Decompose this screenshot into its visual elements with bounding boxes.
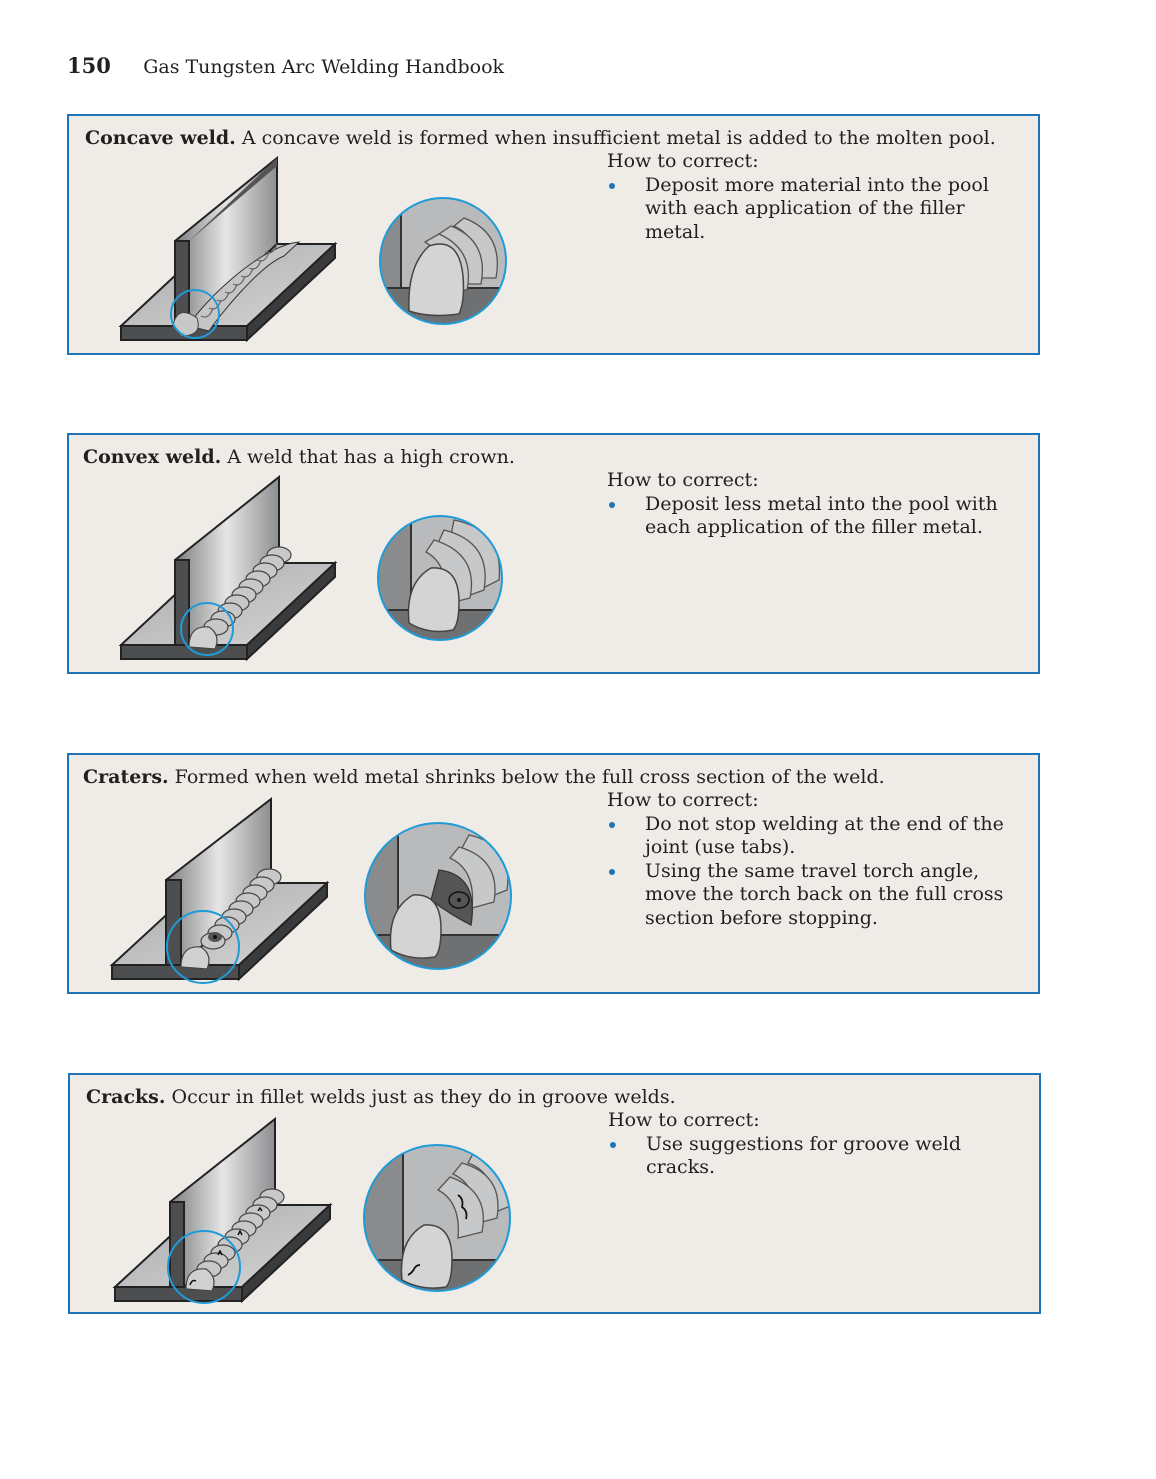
correction-block: How to correct: Use suggestions for groo… <box>608 1109 1028 1180</box>
correction-heading: How to correct: <box>607 150 759 172</box>
correction-heading: How to correct: <box>607 469 759 491</box>
craters-illustration <box>109 796 512 984</box>
description: Occur in fillet welds just as they do in… <box>165 1086 676 1108</box>
correction-heading: How to correct: <box>607 789 759 811</box>
page-header: 150 Gas Tungsten Arc Welding Handbook <box>67 53 504 78</box>
correction-list: Use suggestions for groove weld cracks. <box>608 1133 1028 1180</box>
panel-convex-weld: Convex weld. A weld that has a high crow… <box>67 433 1040 674</box>
description: Formed when weld metal shrinks below the… <box>168 766 885 788</box>
panel-heading: Convex weld. A weld that has a high crow… <box>83 445 515 469</box>
description: A concave weld is formed when insufficie… <box>235 127 996 149</box>
term: Concave weld. <box>85 127 236 149</box>
list-item: Using the same travel torch angle, move … <box>607 860 1027 931</box>
list-item: Deposit less metal into the pool with ea… <box>607 493 1027 540</box>
list-item: Deposit more material into the pool with… <box>607 174 1027 245</box>
list-item: Do not stop welding at the end of the jo… <box>607 813 1027 860</box>
panel-concave-weld: Concave weld. A concave weld is formed w… <box>67 114 1040 355</box>
page-number: 150 <box>67 53 111 78</box>
convex-weld-illustration <box>118 475 503 662</box>
panel-craters: Craters. Formed when weld metal shrinks … <box>67 753 1040 994</box>
correction-list: Deposit less metal into the pool with ea… <box>607 493 1027 540</box>
correction-block: How to correct: Deposit more material in… <box>607 150 1027 244</box>
correction-heading: How to correct: <box>608 1109 760 1131</box>
panel-heading: Concave weld. A concave weld is formed w… <box>85 126 996 150</box>
panel-heading: Craters. Formed when weld metal shrinks … <box>83 765 885 789</box>
correction-block: How to correct: Do not stop welding at t… <box>607 789 1027 930</box>
correction-list: Deposit more material into the pool with… <box>607 174 1027 245</box>
correction-block: How to correct: Deposit less metal into … <box>607 469 1027 540</box>
panel-heading: Cracks. Occur in fillet welds just as th… <box>86 1085 676 1109</box>
book-title: Gas Tungsten Arc Welding Handbook <box>143 56 505 78</box>
term: Cracks. <box>86 1086 166 1108</box>
term: Craters. <box>83 766 169 788</box>
correction-list: Do not stop welding at the end of the jo… <box>607 813 1027 931</box>
description: A weld that has a high crown. <box>221 446 515 468</box>
term: Convex weld. <box>83 446 222 468</box>
cracks-illustration <box>112 1116 511 1304</box>
concave-weld-illustration <box>118 156 507 343</box>
list-item: Use suggestions for groove weld cracks. <box>608 1133 1028 1180</box>
panel-cracks: Cracks. Occur in fillet welds just as th… <box>68 1073 1041 1314</box>
